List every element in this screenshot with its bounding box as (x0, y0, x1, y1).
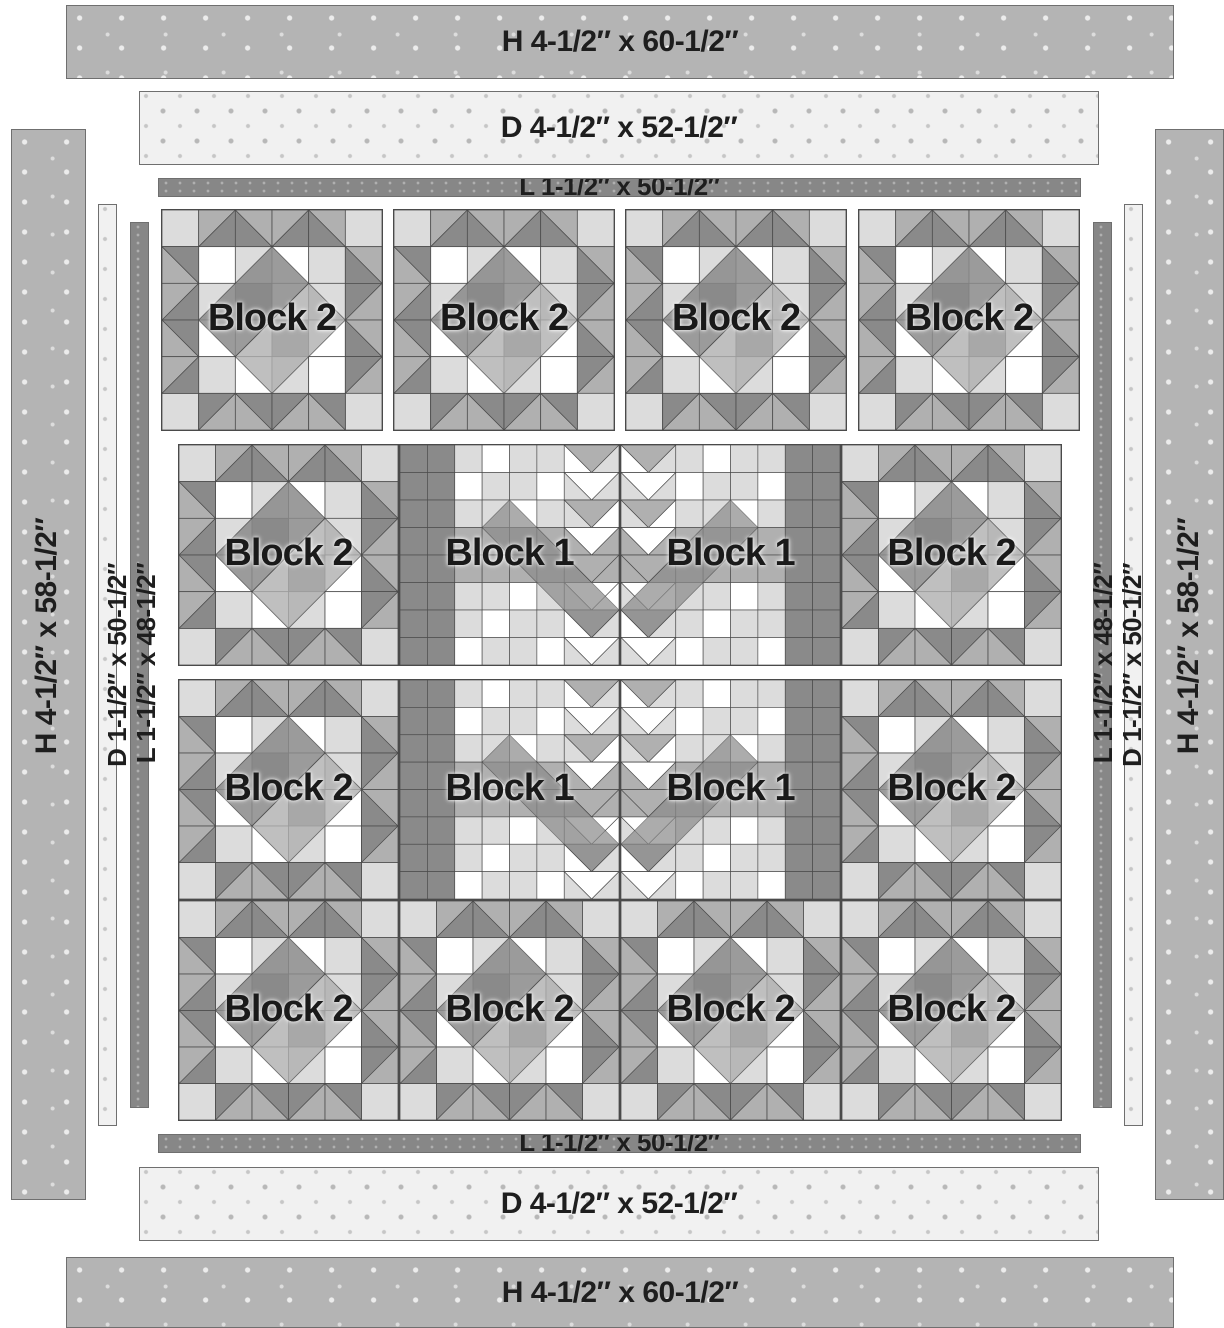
block-label: Block 2 (162, 297, 382, 340)
block-2-4: Block 2 (841, 444, 1062, 666)
block-3-4: Block 2 (841, 679, 1062, 900)
block-label: Block 2 (842, 767, 1061, 810)
border-l-left-label: L 1-1/2″ x 48-1/2″ (131, 513, 161, 813)
block-4-3: Block 2 (620, 900, 841, 1121)
border-h-left-label: H 4-1/2″ x 58-1/2″ (30, 486, 66, 786)
block-label: Block 2 (842, 988, 1061, 1031)
border-l-top-label: L 1-1/2″ x 50-1/2″ (159, 178, 1080, 195)
block-1-4: Block 2 (858, 209, 1080, 431)
block-2-3: Block 1 (620, 444, 841, 666)
block-label: Block 2 (400, 988, 619, 1031)
border-h-top: H 4-1/2″ x 60-1/2″ (66, 5, 1174, 79)
block-label: Block 2 (394, 297, 614, 340)
block-label: Block 2 (621, 988, 840, 1031)
border-d-top-label: D 4-1/2″ x 52-1/2″ (140, 92, 1098, 164)
block-label: Block 2 (859, 297, 1079, 340)
border-l-bottom-label: L 1-1/2″ x 50-1/2″ (159, 1134, 1080, 1151)
border-h-top-label: H 4-1/2″ x 60-1/2″ (67, 6, 1173, 78)
border-d-bottom-label: D 4-1/2″ x 52-1/2″ (140, 1168, 1098, 1240)
block-2-1: Block 2 (178, 444, 399, 666)
block-4-4: Block 2 (841, 900, 1062, 1121)
border-d-top: D 4-1/2″ x 52-1/2″ (139, 91, 1099, 165)
border-d-left-label: D 1-1/2″ x 50-1/2″ (102, 515, 132, 815)
block-1-1: Block 2 (161, 209, 383, 431)
border-h-bottom-label: H 4-1/2″ x 60-1/2″ (67, 1258, 1173, 1327)
block-label: Block 2 (179, 767, 398, 810)
block-label: Block 1 (400, 532, 619, 575)
border-h-right-label: H 4-1/2″ x 58-1/2″ (1172, 486, 1208, 786)
block-3-1: Block 2 (178, 679, 399, 900)
border-l-bottom: L 1-1/2″ x 50-1/2″ (158, 1134, 1081, 1153)
border-h-bottom: H 4-1/2″ x 60-1/2″ (66, 1257, 1174, 1328)
block-1-2: Block 2 (393, 209, 615, 431)
border-d-bottom: D 4-1/2″ x 52-1/2″ (139, 1167, 1099, 1241)
border-l-right-label: L 1-1/2″ x 48-1/2″ (1088, 513, 1118, 813)
block-label: Block 2 (842, 532, 1061, 575)
block-4-2: Block 2 (399, 900, 620, 1121)
block-4-1: Block 2 (178, 900, 399, 1121)
block-label: Block 2 (179, 532, 398, 575)
block-label: Block 1 (400, 767, 619, 810)
block-label: Block 1 (621, 532, 840, 575)
block-2-2: Block 1 (399, 444, 620, 666)
block-3-3: Block 1 (620, 679, 841, 900)
block-label: Block 1 (621, 767, 840, 810)
block-label: Block 2 (179, 988, 398, 1031)
block-label: Block 2 (626, 297, 846, 340)
border-d-right-label: D 1-1/2″ x 50-1/2″ (1117, 515, 1147, 815)
block-1-3: Block 2 (625, 209, 847, 431)
block-3-2: Block 1 (399, 679, 620, 900)
border-l-top: L 1-1/2″ x 50-1/2″ (158, 178, 1081, 197)
